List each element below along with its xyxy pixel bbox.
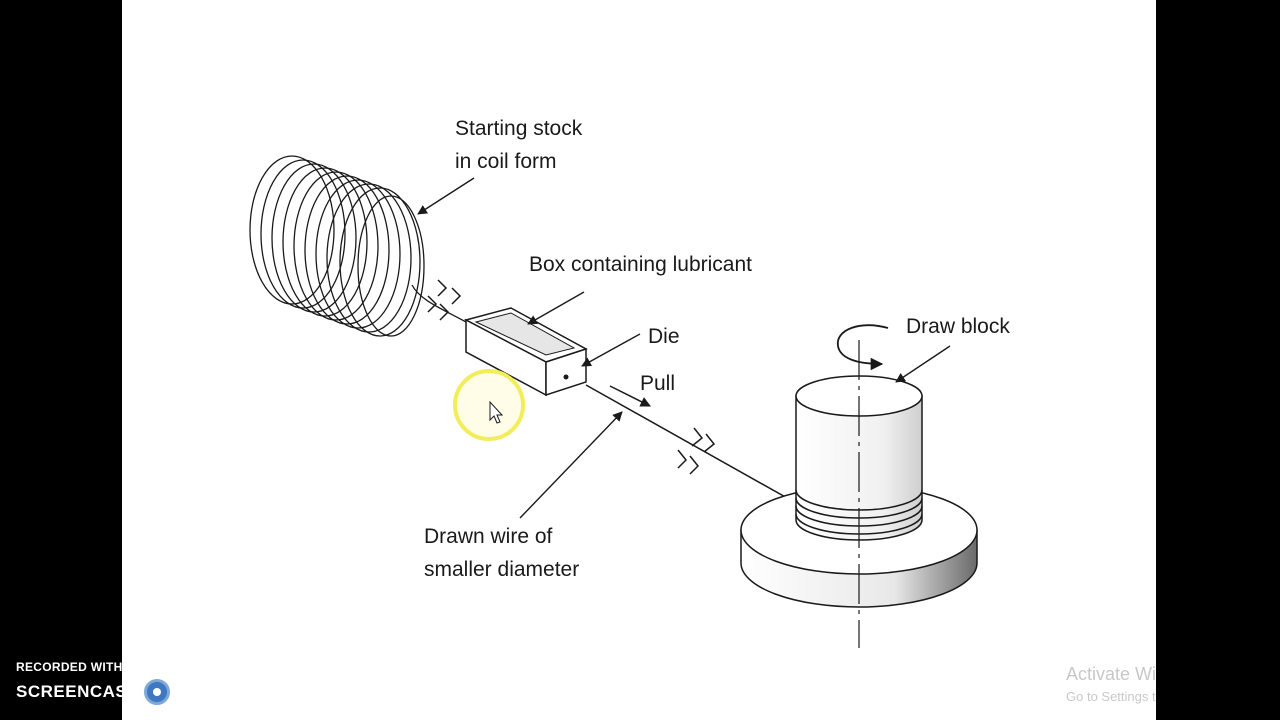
rotation-arrow — [837, 324, 889, 371]
label-pull: Pull — [640, 372, 676, 395]
mouse-pointer-icon — [489, 400, 504, 424]
wire-drawing-diagram — [249, 155, 978, 648]
label-starting-stock-1: Starting stock — [455, 117, 583, 140]
wire-coil — [249, 155, 425, 337]
lubricant-box — [463, 307, 588, 397]
label-drawn-wire-1: Drawn wire of — [424, 525, 553, 548]
recorder-badge: RECORDED WITH SCREENCAST MATIC — [16, 660, 231, 705]
slide-canvas: Starting stock in coil form Box containi… — [122, 0, 1156, 720]
cursor-highlight — [453, 369, 525, 441]
drawn-wire — [585, 384, 797, 504]
break-symbol-2 — [677, 427, 716, 475]
screencast-logo-icon — [144, 679, 171, 705]
pull-arrow — [609, 385, 651, 407]
label-die: Die — [648, 325, 680, 348]
settings-watermark: Go to Settings t — [1066, 689, 1156, 704]
label-lubricant-box: Box containing lubricant — [529, 253, 752, 276]
break-symbol-1 — [427, 279, 462, 321]
label-starting-stock-2: in coil form — [455, 150, 557, 173]
leader-lines — [417, 177, 951, 519]
incoming-wire — [411, 284, 467, 323]
activate-windows-watermark: Activate Wi — [1066, 664, 1157, 684]
label-draw-block: Draw block — [906, 315, 1010, 338]
recorded-with-text: RECORDED WITH — [16, 660, 123, 674]
screencast-brand: SCREENCAST MATIC — [16, 679, 231, 705]
brand-right-text: MATIC — [176, 682, 232, 701]
die — [563, 374, 569, 380]
brand-left-text: SCREENCAST — [16, 682, 139, 701]
label-drawn-wire-2: smaller diameter — [424, 558, 580, 581]
